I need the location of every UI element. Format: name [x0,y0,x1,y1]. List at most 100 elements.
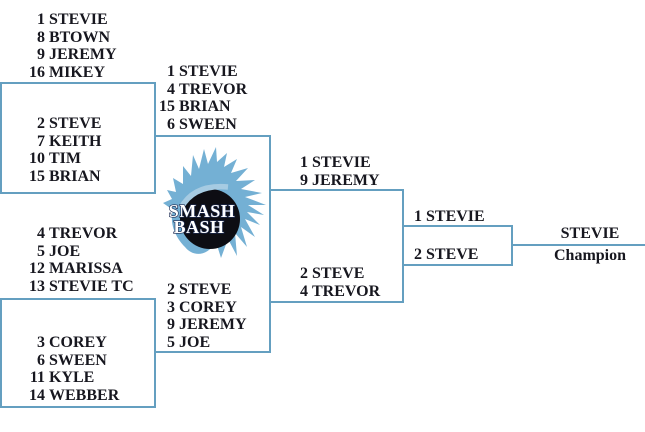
player-name: JEREMY [49,46,117,63]
seed-number: 6 [167,115,175,133]
smash-ball-icon [180,189,240,249]
seed-number: 1 [414,208,422,225]
seed-number: 1 [37,11,45,28]
seed-number: 4 [167,80,175,98]
player-name: SWEEN [179,115,237,133]
seed-number: 7 [37,132,45,150]
seed-number: 8 [37,28,45,46]
player-name: WEBBER [49,386,120,404]
seed-number: 9 [167,316,175,333]
seed-number: 2 [37,115,45,132]
player-name: STEVE [426,246,479,263]
player-name: STEVIE TC [49,277,134,295]
bracket-line-champion [511,244,645,246]
seed-number: 12 [29,260,45,277]
seed-number: 15 [159,98,175,115]
player-name: JEREMY [179,316,247,333]
seed-number: 2 [300,265,308,282]
bracket-line-round2-top [154,135,271,137]
player-name: TIM [49,150,81,167]
player-name: STEVE [312,265,365,282]
player-name: MIKEY [49,63,105,81]
player-name: KYLE [49,369,95,386]
seed-number: 4 [300,282,308,300]
champion-block: STEVIE Champion [525,224,645,264]
player-name: MARISSA [49,260,123,277]
player-name: TREVOR [49,225,118,242]
seed-number: 10 [29,150,45,167]
seed-number: 5 [167,333,175,351]
seed-number: 6 [37,351,45,369]
champion-label: Champion [553,247,627,264]
champion-name: STEVIE [560,225,620,242]
seed-number: 5 [37,242,45,260]
player-name: JOE [179,333,211,351]
player-name: STEVIE [312,154,371,171]
seed-number: 9 [37,46,45,63]
player-name: COREY [49,334,107,351]
logo-text-line1: SMASH [169,201,236,221]
seed-number: 16 [29,63,45,81]
seed-number: 14 [29,386,45,404]
player-name: BRIAN [49,167,101,185]
player-name: STEVIE [49,11,108,28]
player-name: STEVIE [426,208,485,225]
player-name: JOE [49,242,81,260]
player-name: TREVOR [312,282,381,300]
seed-number: 2 [414,246,422,263]
seed-number: 13 [29,277,45,295]
smash-bash-logo: SMASH BASH [163,147,266,258]
seed-number: 3 [37,334,45,351]
bracket-line-round2-bottom [154,351,271,353]
player-name: STEVE [179,281,232,298]
bracket-box-round1-top [0,82,156,194]
seed-number: 9 [300,171,308,189]
player-name: BTOWN [49,28,111,46]
player-name: COREY [179,298,237,316]
seed-number: 3 [167,298,175,316]
player-name: BRIAN [179,98,231,115]
seed-number: 1 [300,154,308,171]
seed-number: 1 [167,63,175,80]
player-name: STEVIE [179,63,238,80]
smash-ball-slash [178,183,229,210]
logo-text-line2: BASH [173,217,224,237]
player-name: JEREMY [312,171,380,189]
seed-number: 15 [29,167,45,185]
seed-number: 11 [29,369,45,386]
bracket-box-round1-bottom [0,298,156,408]
